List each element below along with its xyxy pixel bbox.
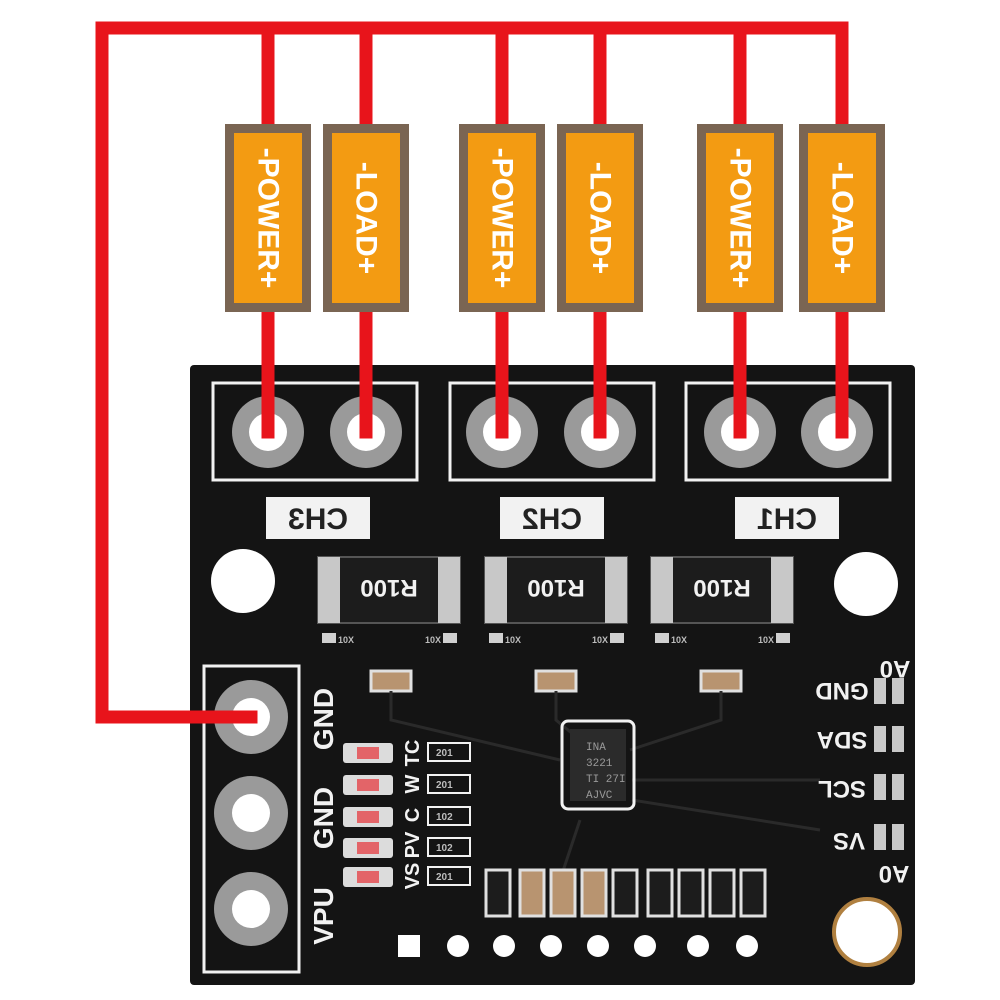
svg-text:INA: INA	[586, 742, 606, 754]
svg-text:TI 27I: TI 27I	[586, 774, 626, 786]
resistor-label-ch2-load: -LOAD+	[584, 162, 617, 275]
svg-text:102: 102	[436, 812, 453, 823]
led-resistor-codes: 201 201 102 102 201	[436, 748, 453, 883]
svg-text:W: W	[402, 774, 424, 793]
svg-text:R100: R100	[360, 574, 417, 601]
shunt-pad-codes: 10X 10X 10X 10X 10X 10X	[338, 635, 774, 645]
svg-text:CH2: CH2	[522, 503, 582, 536]
channel-label-ch3: CH3	[266, 497, 370, 539]
led-labels: TC W C PV VS	[402, 740, 424, 890]
svg-text:R100: R100	[527, 574, 584, 601]
resistor-label-fill-ch3-power	[234, 133, 302, 303]
mounting-hole-bottom-right	[832, 897, 902, 967]
svg-text:GND: GND	[308, 688, 339, 750]
svg-text:10X: 10X	[338, 635, 354, 645]
svg-text:10X: 10X	[758, 635, 774, 645]
mounting-hole-left	[211, 549, 275, 613]
ina3221-chip: INA 3221 TI 27I AJVC	[560, 719, 636, 811]
svg-text:VS: VS	[833, 827, 865, 854]
resistor-label-ch3-load: -LOAD+	[350, 162, 383, 275]
resistor-label-boxes: -POWER+ -LOAD+ -POWER+ -LOAD+ -POWER+ -LOAD+	[225, 124, 885, 312]
resistor-label-ch3-power: -POWER+	[252, 148, 285, 289]
led-resistors	[427, 742, 471, 886]
svg-text:SCL: SCL	[818, 775, 866, 802]
resistor-label-fill-ch2-power	[468, 133, 536, 303]
svg-text:10X: 10X	[425, 635, 441, 645]
shunt-resistor-ch3: R100	[317, 556, 461, 624]
terminal-block-ch1	[684, 381, 892, 482]
resistor-label-fill-ch2-load	[566, 133, 634, 303]
svg-text:PV: PV	[402, 831, 424, 858]
resistor-label-ch2-power: -POWER+	[486, 148, 519, 289]
pcb-traces	[389, 691, 821, 881]
address-jumper-pads	[874, 678, 904, 850]
svg-text:VS: VS	[402, 863, 424, 890]
svg-text:201: 201	[436, 872, 453, 883]
svg-text:10X: 10X	[671, 635, 687, 645]
svg-text:C: C	[402, 808, 424, 822]
svg-text:A0: A0	[879, 860, 910, 887]
svg-text:SDA: SDA	[817, 726, 868, 753]
shunt-resistor-ch2: R100	[484, 556, 628, 624]
svg-text:10X: 10X	[592, 635, 608, 645]
svg-text:201: 201	[436, 748, 453, 759]
shunt-resistor-ch1: R100	[650, 556, 794, 624]
status-leds	[343, 743, 393, 887]
svg-text:10X: 10X	[505, 635, 521, 645]
svg-text:A0: A0	[880, 655, 911, 682]
svg-text:GND: GND	[815, 677, 868, 704]
resistor-label-fill-ch1-load	[808, 133, 876, 303]
resistor-label-fill-ch1-power	[706, 133, 774, 303]
shunt-pads	[322, 633, 790, 643]
svg-text:3221: 3221	[586, 758, 613, 770]
power-header-labels: GND GND VPU	[308, 688, 339, 945]
svg-text:201: 201	[436, 780, 453, 791]
mounting-hole-right	[834, 552, 898, 616]
resistor-label-ch1-power: -POWER+	[724, 148, 757, 289]
svg-text:102: 102	[436, 843, 453, 854]
bottom-pin-row	[398, 935, 758, 957]
svg-text:AJVC: AJVC	[586, 790, 613, 802]
resistor-label-ch1-load: -LOAD+	[826, 162, 859, 275]
channel-label-ch1: CH1	[735, 497, 839, 539]
svg-text:CH1: CH1	[757, 503, 817, 536]
channel-label-ch2: CH2	[500, 497, 604, 539]
svg-text:CH3: CH3	[288, 503, 348, 536]
svg-text:R100: R100	[693, 574, 750, 601]
bottom-resistor-row	[484, 868, 767, 918]
svg-text:TC: TC	[402, 740, 424, 767]
svg-text:GND: GND	[308, 787, 339, 849]
svg-text:VPU: VPU	[308, 887, 339, 945]
resistor-label-fill-ch3-load	[332, 133, 400, 303]
i2c-labels: A0 GND SDA SCL VS A0	[815, 655, 910, 887]
